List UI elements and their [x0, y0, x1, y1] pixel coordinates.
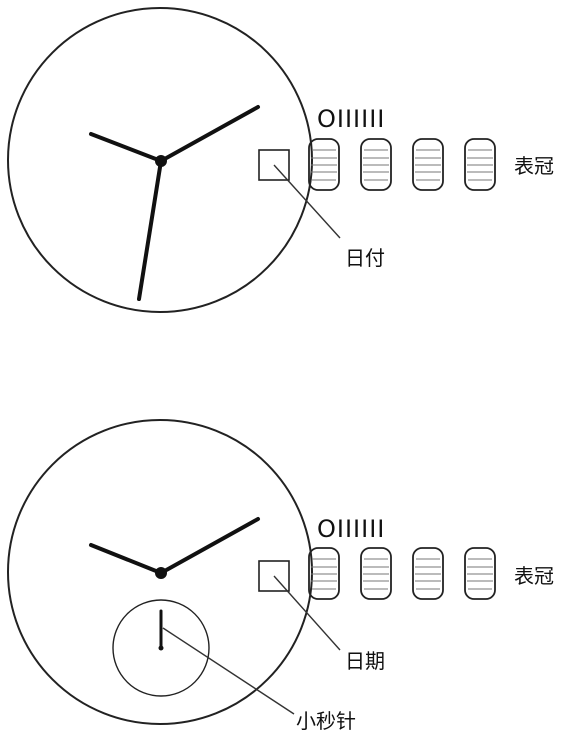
crown-label-1: 表冠: [514, 154, 554, 178]
leader-small-seconds: [162, 627, 295, 715]
leader-date-1: [273, 164, 341, 239]
crown-icon: [360, 547, 392, 600]
crown-positions-2: OIIIIII: [317, 515, 385, 543]
crown-icon: [360, 138, 392, 191]
hand-2a: [89, 543, 163, 575]
center-pin-1: [155, 155, 167, 167]
dial-1: [7, 7, 313, 313]
leader-date-2: [273, 575, 341, 651]
crown-positions-1: OIIIIII: [317, 105, 385, 133]
crown-icon: [308, 138, 340, 191]
crown-icon: [308, 547, 340, 600]
small-seconds-dial: [112, 599, 210, 697]
hand-1c: [137, 159, 163, 301]
watch-diagram-1: 日付 OIIIIII: [7, 7, 554, 313]
date-window-2: [258, 560, 290, 592]
small-seconds-label: 小秒针: [296, 709, 356, 733]
crown-icon: [412, 138, 444, 191]
crowns-1: [308, 138, 496, 191]
hand-1b: [89, 132, 163, 163]
dial-2: [7, 419, 313, 725]
small-seconds-pin: [158, 645, 164, 651]
crowns-2: [308, 547, 496, 600]
date-window-1: [258, 149, 290, 181]
crown-icon: [412, 547, 444, 600]
watch-diagram-2: 小秒针 日期 OIIIIII: [7, 419, 554, 733]
hand-2b: [159, 517, 260, 575]
date-label-2: 日期: [345, 649, 385, 673]
crown-icon: [464, 547, 496, 600]
crown-label-2: 表冠: [514, 564, 554, 588]
hand-1a: [159, 105, 260, 163]
center-pin-2: [155, 567, 167, 579]
date-label-1: 日付: [345, 246, 385, 270]
crown-icon: [464, 138, 496, 191]
